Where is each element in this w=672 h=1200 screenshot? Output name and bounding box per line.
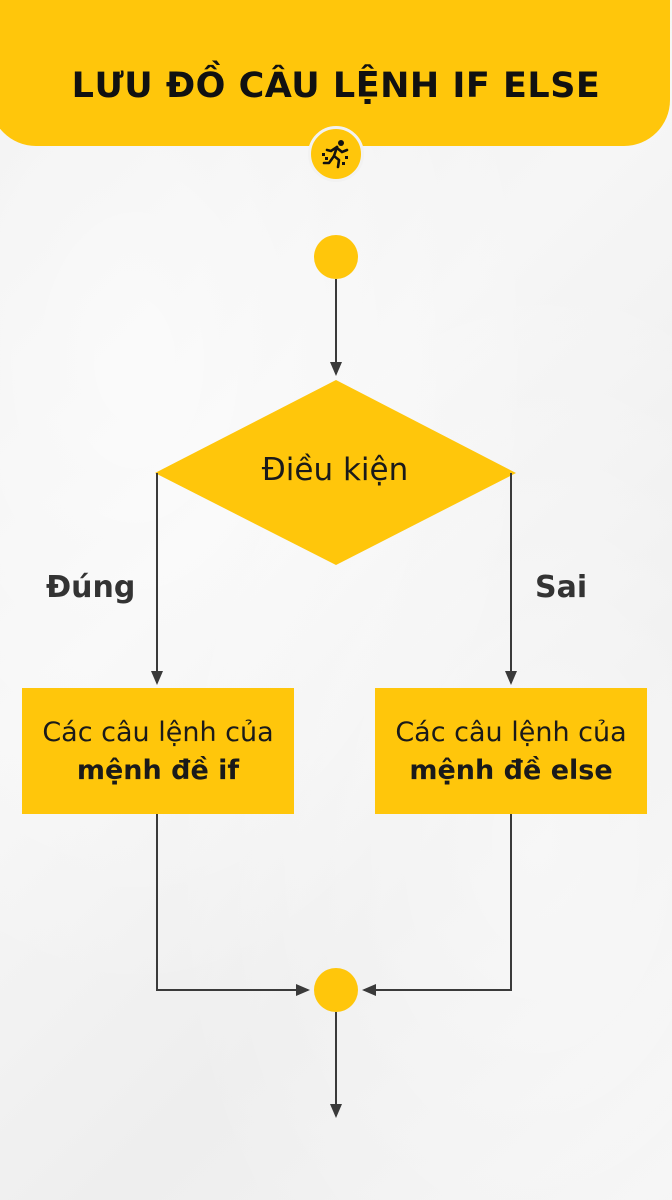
- merge-node: [314, 968, 358, 1012]
- if-block-line2: mệnh đề if: [76, 755, 240, 786]
- if-process-node: [22, 688, 294, 814]
- decision-label: Điều kiện: [261, 452, 409, 488]
- edge-else-to-merge: [362, 814, 512, 996]
- decision-node: [155, 380, 516, 565]
- page-title: LƯU ĐỒ CÂU LỆNH IF ELSE: [71, 66, 601, 106]
- edge-label-true: Đúng: [46, 570, 136, 605]
- else-block-line1: Các câu lệnh của: [395, 717, 627, 748]
- else-process-node: [375, 688, 647, 814]
- else-block-text: Các câu lệnh của mệnh đề else: [375, 714, 647, 790]
- edge-if-to-merge: [156, 814, 310, 996]
- running-person-icon: [322, 140, 349, 169]
- start-node: [314, 235, 358, 279]
- if-block-text: Các câu lệnh của mệnh đề if: [22, 714, 294, 790]
- else-block-line2: mệnh đề else: [409, 755, 613, 786]
- edge-label-false: Sai: [535, 570, 588, 605]
- if-block-line1: Các câu lệnh của: [42, 717, 274, 748]
- logo-badge: [308, 126, 364, 182]
- header-banner: [0, 0, 670, 146]
